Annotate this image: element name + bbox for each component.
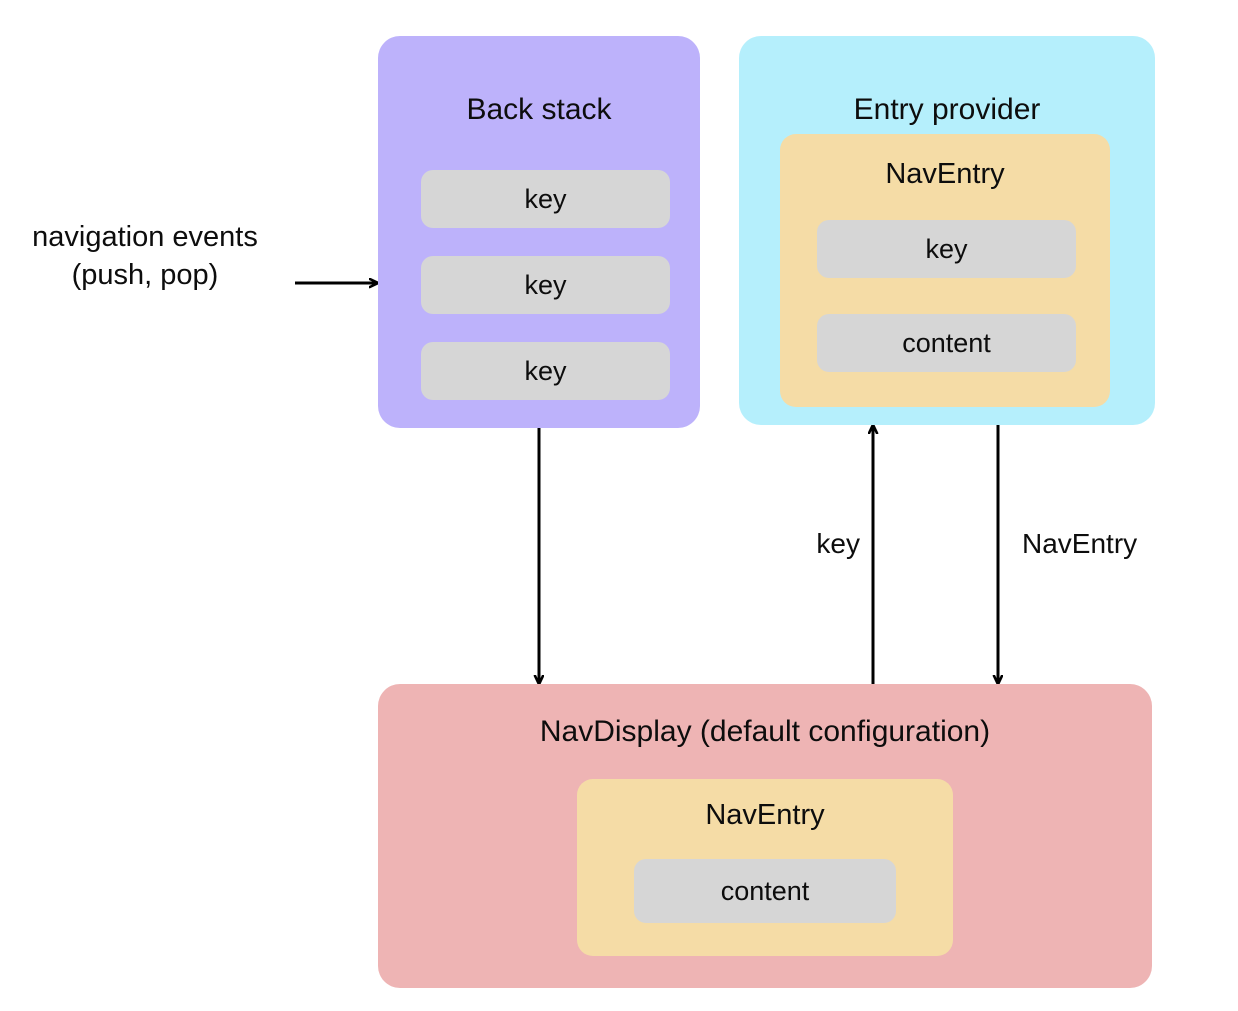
nav-display-panel[interactable]: NavDisplay (default configuration) NavEn…: [378, 684, 1152, 988]
back-stack-key-label-3: key: [524, 355, 567, 386]
back-stack-key-chip-3[interactable]: key: [421, 342, 670, 400]
nav-display-nav-entry-title: NavEntry: [705, 799, 825, 831]
navigation-events-line-1: navigation events: [32, 221, 258, 253]
back-stack-key-label-1: key: [524, 183, 567, 214]
back-stack-key-chip-2[interactable]: key: [421, 256, 670, 314]
nav-display-nav-entry-card[interactable]: NavEntry content: [577, 779, 953, 956]
back-stack-key-chip-1[interactable]: key: [421, 170, 670, 228]
entry-provider-key-chip[interactable]: key: [817, 220, 1076, 278]
entry-provider-content-label: content: [902, 327, 991, 358]
nav-display-content-chip[interactable]: content: [634, 859, 896, 923]
entry-provider-title: Entry provider: [853, 93, 1041, 126]
entry-provider-key-label: key: [925, 233, 968, 264]
back-stack-panel[interactable]: Back stack key key key: [378, 36, 700, 428]
key-edge-label: key: [816, 528, 860, 559]
nav-display-content-label: content: [720, 875, 810, 906]
navigation-events-line-2: (push, pop): [71, 259, 219, 291]
entry-provider-nav-entry-card[interactable]: NavEntry key content: [780, 134, 1110, 407]
entry-provider-nav-entry-title: NavEntry: [885, 158, 1005, 190]
back-stack-key-label-2: key: [524, 269, 567, 300]
navigation-events-label: navigation events (push, pop): [10, 218, 280, 294]
nav-entry-edge-label: NavEntry: [1022, 528, 1138, 559]
nav-display-title: NavDisplay (default configuration): [539, 715, 991, 748]
entry-provider-panel[interactable]: Entry provider NavEntry key content: [739, 36, 1155, 425]
entry-provider-content-chip[interactable]: content: [817, 314, 1076, 372]
back-stack-title: Back stack: [466, 93, 612, 126]
